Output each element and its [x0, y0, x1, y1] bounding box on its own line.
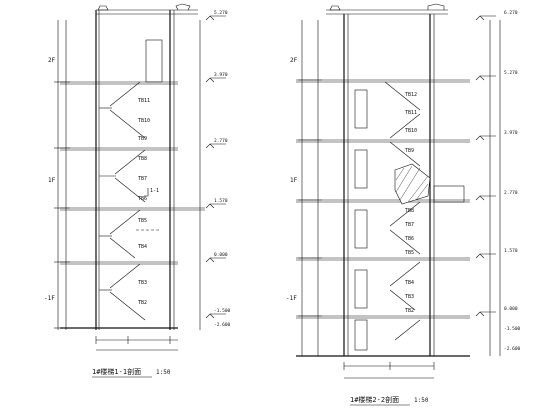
right-section-title: 1#楼梯2-2剖面: [350, 395, 399, 404]
flight-label: TB6: [405, 236, 414, 242]
flight-label: TB3: [405, 294, 414, 300]
left-section-scale: 1:50: [156, 369, 171, 376]
flight-label: TB10: [138, 118, 150, 124]
elevation-label: 5.270: [504, 70, 518, 76]
flight-label: TB7: [405, 222, 414, 228]
elevation-label: 2.770: [504, 190, 518, 196]
elevation-label: -1.500: [214, 308, 231, 314]
right-section: [296, 3, 501, 379]
elevation-label: 5.270: [214, 10, 228, 16]
flight-label: TB10: [405, 128, 417, 134]
floor-label: 1F: [290, 177, 298, 184]
floor-label: -1F: [286, 295, 297, 302]
flight-label: TB12: [405, 92, 417, 98]
flight-label: TB4: [405, 280, 414, 286]
elevation-label: 3.970: [504, 130, 518, 136]
elevation-label: 2.770: [214, 138, 228, 144]
flight-label: TB11: [405, 110, 417, 116]
flight-label: TB3: [138, 280, 147, 286]
floor-label: 1F: [48, 177, 56, 184]
flight-label: TB5: [138, 218, 147, 224]
flight-label: TB8: [138, 156, 147, 162]
elevation-label: 6.270: [504, 10, 518, 16]
flight-label: TB5: [405, 250, 414, 256]
flight-label: TB2: [405, 308, 414, 314]
flight-label: TB7: [138, 176, 147, 182]
floor-label: 2F: [48, 57, 56, 64]
section-mark: 1-1: [150, 188, 159, 194]
elevation-label: -2.600: [214, 322, 231, 328]
flight-label: TB2: [138, 300, 147, 306]
flight-label: TB4: [138, 244, 147, 250]
flight-label: TB8: [405, 208, 414, 214]
flight-label: TB6: [138, 196, 147, 202]
right-section-scale: 1:50: [414, 397, 429, 404]
flight-label: TB11: [138, 98, 150, 104]
flight-label: TB9: [405, 148, 414, 154]
elevation-label: -2.600: [504, 346, 521, 352]
floor-label: 2F: [290, 57, 298, 64]
elevation-label: 3.970: [214, 72, 228, 78]
elevation-label: 1.570: [504, 248, 518, 254]
left-section-title: 1#楼梯1-1剖面: [92, 367, 141, 376]
labels-layer: TB11 TB10 TB9 TB8 TB7 TB6 TB5 TB4 TB3 TB…: [44, 10, 521, 404]
left-section: [54, 3, 226, 351]
floor-label: -1F: [44, 295, 55, 302]
flight-label: TB9: [138, 136, 147, 142]
elevation-label: 0.000: [214, 252, 228, 258]
elevation-label: -1.500: [504, 326, 521, 332]
elevation-label: 0.000: [504, 306, 518, 312]
elevation-label: 1.570: [214, 198, 228, 204]
